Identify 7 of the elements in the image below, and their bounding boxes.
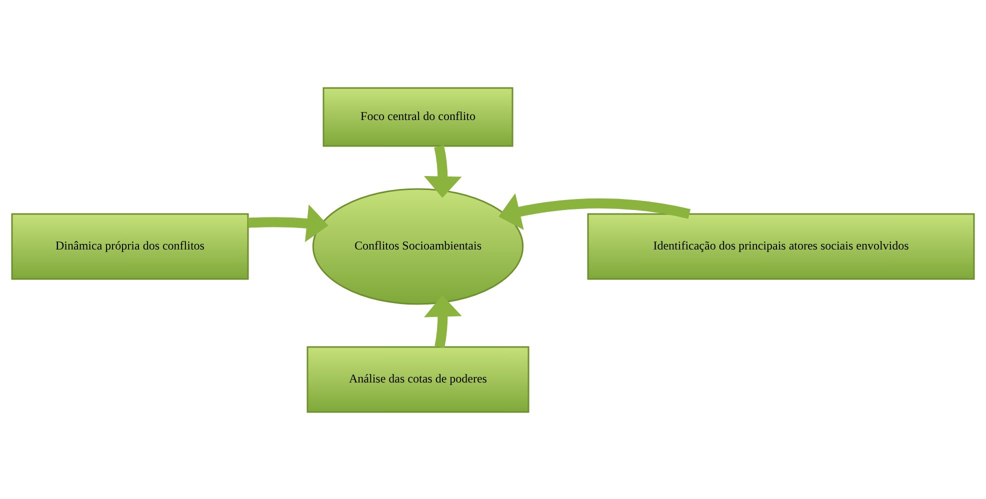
node-box: Dinâmica própria dos conflitos [11,212,249,280]
arrow [248,204,328,242]
arrow [424,294,462,348]
arrow [424,144,462,198]
node-box: Análise das cotas de poderes [306,346,530,412]
node-box: Foco central do conflito [322,86,514,146]
node-box: Identificação dos principais atores sociais envolvidos [587,212,975,280]
